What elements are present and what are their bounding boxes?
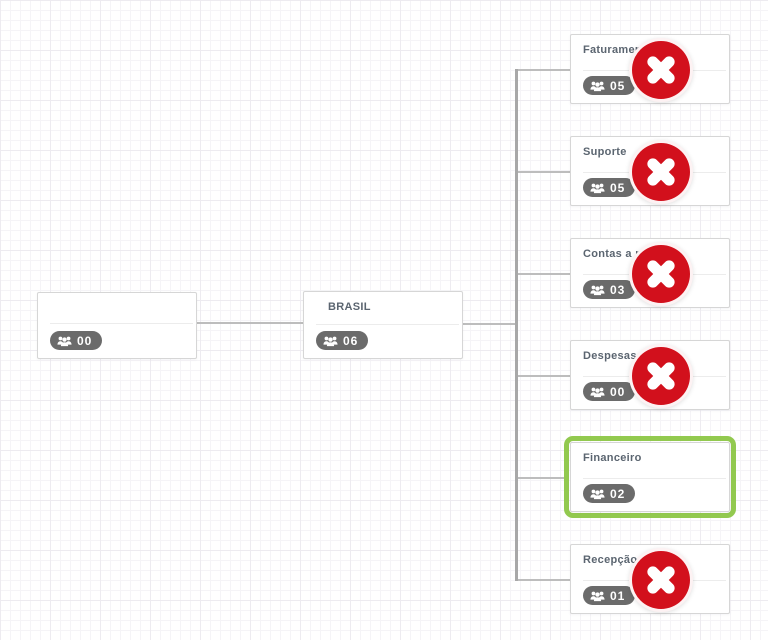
delete-x-icon[interactable]: [629, 38, 693, 102]
member-count-badge: 05: [583, 178, 636, 197]
connector-segment: [518, 579, 570, 581]
member-count-badge: 05: [583, 76, 636, 95]
member-count-badge: 03: [583, 280, 636, 299]
member-count: 00: [77, 333, 93, 348]
member-count-badge: 01: [583, 586, 636, 605]
node-faturamento[interactable]: Faturamento 05: [570, 34, 730, 104]
connector-segment: [518, 171, 570, 173]
node-title: Recepção: [583, 554, 638, 566]
connector-trunk: [515, 69, 518, 581]
member-count-badge: 02: [583, 484, 636, 503]
connector-segment: [463, 323, 516, 325]
users-icon: [590, 182, 605, 194]
connector-segment: [197, 322, 303, 324]
node-title: Financeiro: [583, 452, 642, 464]
connector-segment: [518, 375, 570, 377]
users-icon: [590, 386, 605, 398]
delete-x-icon[interactable]: [629, 344, 693, 408]
users-icon: [590, 284, 605, 296]
node-recepcao[interactable]: Recepção 01: [570, 544, 730, 614]
users-icon: [590, 488, 605, 500]
node-divider: [583, 478, 726, 479]
member-count: 01: [610, 588, 626, 603]
delete-x-icon[interactable]: [629, 242, 693, 306]
member-count: 02: [610, 486, 626, 501]
users-icon: [590, 80, 605, 92]
node-brasil[interactable]: BRASIL 06: [303, 291, 463, 359]
node-title: Despesas: [583, 350, 637, 362]
member-count-badge: 06: [316, 331, 369, 350]
delete-x-icon[interactable]: [629, 548, 693, 612]
node-divider: [50, 323, 193, 324]
node-suporte[interactable]: Suporte 05: [570, 136, 730, 206]
member-count-badge: 00: [583, 382, 636, 401]
users-icon: [323, 335, 338, 347]
users-icon: [57, 335, 72, 347]
node-root[interactable]: 00: [37, 292, 197, 359]
node-financeiro[interactable]: Financeiro 02: [570, 442, 730, 512]
node-despesas[interactable]: Despesas 00: [570, 340, 730, 410]
member-count: 05: [610, 180, 626, 195]
delete-x-icon[interactable]: [629, 140, 693, 204]
node-title: Suporte: [583, 146, 627, 158]
connector-segment: [518, 477, 564, 479]
member-count-badge: 00: [50, 331, 103, 350]
node-divider: [316, 324, 459, 325]
node-title: BRASIL: [328, 301, 371, 313]
member-count: 03: [610, 282, 626, 297]
member-count: 00: [610, 384, 626, 399]
member-count: 05: [610, 78, 626, 93]
users-icon: [590, 590, 605, 602]
connector-segment: [518, 273, 570, 275]
connector-segment: [518, 69, 570, 71]
member-count: 06: [343, 333, 359, 348]
node-contas-a-pagar[interactable]: Contas a pagar 03: [570, 238, 730, 308]
